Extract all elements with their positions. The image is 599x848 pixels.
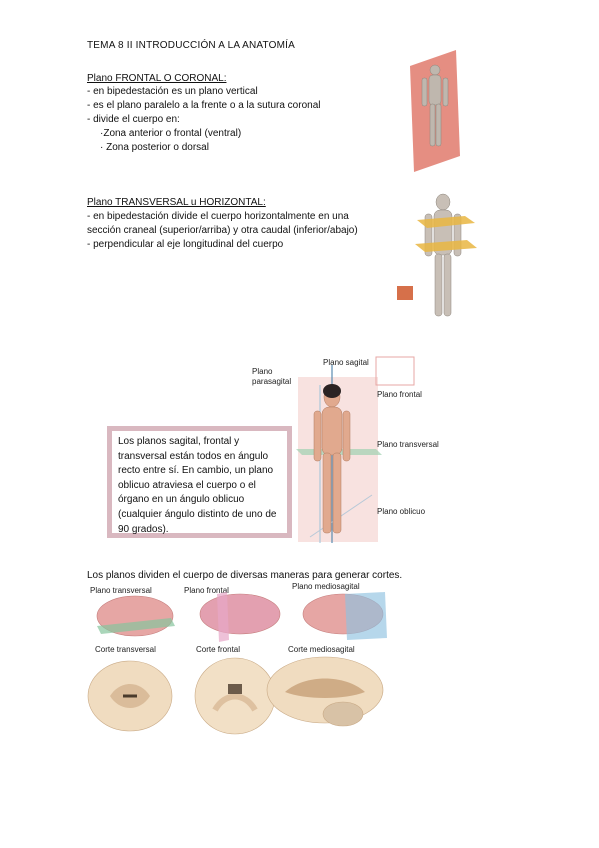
label-corte-mediosagital: Corte mediosagital <box>288 645 355 654</box>
body-silhouette <box>421 64 449 147</box>
corte-mediosagital-image <box>266 656 384 727</box>
label-plano-mediosagital: Plano mediosagital <box>292 582 360 591</box>
transversal-plane-lower <box>415 240 477 252</box>
frontal-plane-frame <box>375 356 415 386</box>
brain-planes-row <box>96 592 387 642</box>
frontal-plane-figure <box>410 50 460 172</box>
note-text: Los planos sagital, frontal y transversa… <box>118 436 277 535</box>
transversal-line: - perpendicular al eje longitudinal del … <box>87 239 284 250</box>
label-plano-frontal: Plano frontal <box>377 390 422 399</box>
corte-transversal-image <box>87 660 173 732</box>
label-corte-frontal: Corte frontal <box>196 645 241 654</box>
body-silhouette <box>424 193 462 317</box>
label-plano-sagital: Plano sagital <box>323 358 369 367</box>
transversal-heading: Plano TRANSVERSAL u HORIZONTAL: <box>87 197 266 208</box>
plane-icon <box>397 286 413 300</box>
label-plano-parasagital: Plano parasagital <box>252 367 292 386</box>
label-plano-transversal: Plano transversal <box>377 440 439 449</box>
label-corte-transversal: Corte transversal <box>95 645 156 654</box>
frontal-line: - es el plano paralelo a la frente o a l… <box>87 100 321 111</box>
brain-mediosagital-plane <box>302 592 387 640</box>
frontal-line: - divide el cuerpo en: <box>87 114 180 125</box>
frontal-line: ·Zona anterior o frontal (ventral) <box>100 128 242 139</box>
brain-frontal-plane <box>199 592 281 642</box>
transversal-line: sección craneal (superior/arriba) y otra… <box>87 225 358 236</box>
hair <box>323 384 341 398</box>
transversal-plane-figure <box>397 193 477 317</box>
frontal-line: - en bipedestación es un plano vertical <box>87 86 258 97</box>
cortes-caption: Los planos dividen el cuerpo de diversas… <box>87 570 403 581</box>
transversal-line: - en bipedestación divide el cuerpo hori… <box>87 211 349 222</box>
note-box: Los planos sagital, frontal y transversa… <box>107 426 292 538</box>
frontal-line: · Zona posterior o dorsal <box>100 142 209 153</box>
transversal-plane-upper <box>417 216 475 228</box>
planes-figure <box>296 356 415 543</box>
label-plano-frontal-brain: Plano frontal <box>184 586 229 595</box>
label-plano-oblicuo: Plano oblicuo <box>377 507 426 516</box>
brain-transversal-plane <box>96 595 175 637</box>
label-plano-transversal-brain: Plano transversal <box>90 586 152 595</box>
corte-frontal-image <box>194 657 276 735</box>
brain-sections-row <box>87 656 384 735</box>
frontal-heading: Plano FRONTAL O CORONAL: <box>87 73 227 84</box>
page-title: TEMA 8 II INTRODUCCIÓN A LA ANATOMÍA <box>87 40 295 51</box>
